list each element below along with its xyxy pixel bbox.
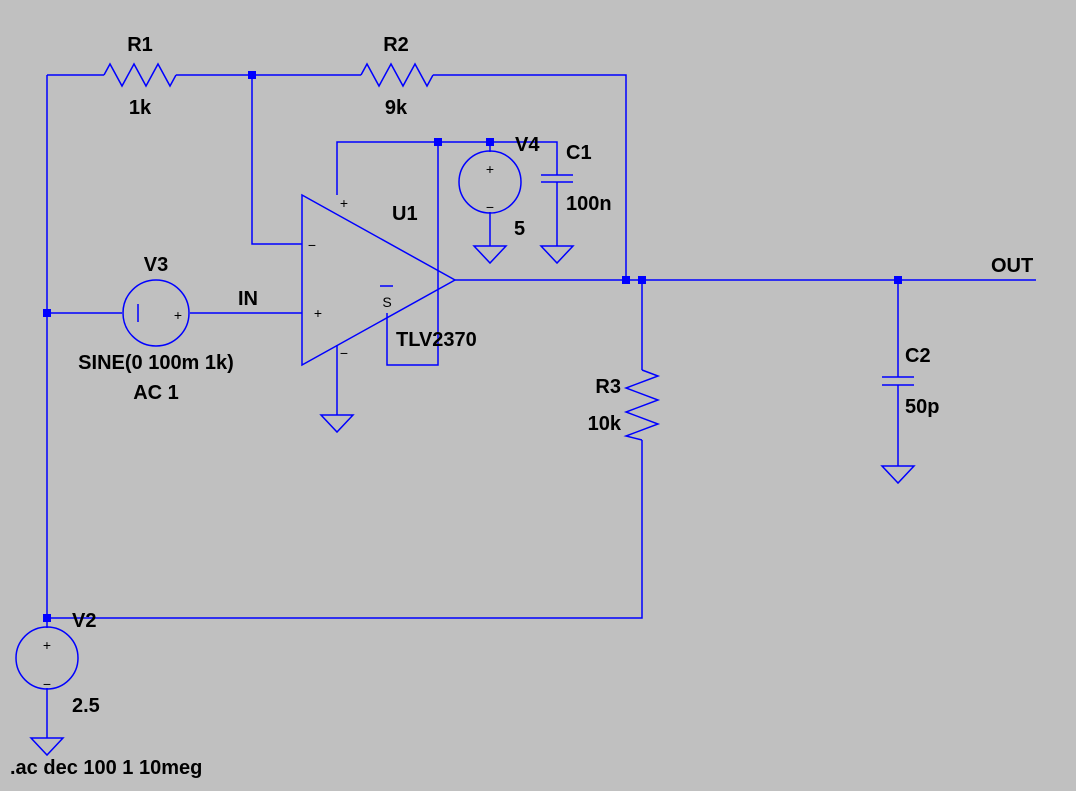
c2-ref: C2 xyxy=(905,345,931,367)
resistor-r2-icon xyxy=(360,62,434,88)
capacitor-c2-icon xyxy=(882,376,914,386)
v3-ref: V3 xyxy=(144,254,168,276)
u1-pin-noninverting: + xyxy=(314,305,322,321)
v3-plus-sign: + xyxy=(174,307,182,323)
wire-supply-top[interactable] xyxy=(336,141,490,195)
voltage-source-v2[interactable]: + − V2 2.5 xyxy=(15,610,100,717)
junction-out-r3 xyxy=(638,276,646,284)
r1-ref: R1 xyxy=(127,34,153,56)
u1-shutdown-label: S xyxy=(382,294,391,310)
r1-value: 1k xyxy=(129,97,152,119)
u1-shutdown-pin: S xyxy=(380,285,393,310)
v3-value-ac: AC 1 xyxy=(133,382,179,404)
junctions xyxy=(43,71,902,622)
spice-directive[interactable]: .ac dec 100 1 10meg xyxy=(10,757,202,779)
wire-r3-bottom[interactable] xyxy=(47,440,643,619)
ground-icon xyxy=(880,465,916,485)
u1-ref: U1 xyxy=(392,203,418,225)
v4-minus-sign: − xyxy=(486,199,494,215)
capacitor-c2[interactable]: C2 50p xyxy=(882,345,939,418)
voltage-source-v3[interactable]: + V3 SINE(0 100m 1k) AC 1 xyxy=(78,254,234,404)
ground-icon xyxy=(319,414,355,434)
capacitor-c1[interactable]: C1 100n xyxy=(541,142,612,215)
net-label-out: OUT xyxy=(991,255,1033,277)
resistor-r3[interactable]: R3 10k xyxy=(588,369,661,441)
junction-out-feedback xyxy=(622,276,630,284)
voltage-source-v4[interactable]: + − V4 5 xyxy=(458,134,540,240)
opamp-u1-icon xyxy=(301,193,457,367)
junction-v2 xyxy=(43,614,51,622)
junction-out-c2 xyxy=(894,276,902,284)
v2-ref: V2 xyxy=(72,610,96,632)
r2-value: 9k xyxy=(385,97,408,119)
wire-inverting-input[interactable] xyxy=(251,75,302,245)
r3-value: 10k xyxy=(588,413,622,435)
voltage-source-v2-icon xyxy=(15,626,79,690)
v4-value: 5 xyxy=(514,218,525,240)
voltage-source-v4-icon xyxy=(458,150,522,214)
wire-c1-top[interactable] xyxy=(490,141,558,175)
wire-shutdown[interactable] xyxy=(386,142,439,366)
u1-pin-inverting: − xyxy=(308,237,316,253)
ground-icon xyxy=(29,737,65,757)
junction-left-v3 xyxy=(43,309,51,317)
u1-value: TLV2370 xyxy=(396,329,477,351)
net-label-in: IN xyxy=(238,288,258,310)
junction-v4 xyxy=(486,138,494,146)
voltage-source-v3-icon xyxy=(122,279,190,347)
capacitor-c1-icon xyxy=(541,174,573,183)
v2-plus-sign: + xyxy=(43,637,51,653)
v2-minus-sign: − xyxy=(43,676,51,692)
c1-value: 100n xyxy=(566,193,612,215)
ground-icon xyxy=(472,245,508,265)
resistor-r2[interactable]: R2 9k xyxy=(360,34,434,119)
junction-r1-r2 xyxy=(248,71,256,79)
u1-pin-vminus: − xyxy=(340,345,348,361)
resistor-r3-icon xyxy=(623,369,661,441)
r3-ref: R3 xyxy=(595,376,621,398)
opamp-u1[interactable]: − + + − S U1 TLV2370 xyxy=(301,193,477,367)
wire-r2-right[interactable] xyxy=(433,74,627,280)
wires xyxy=(46,74,1036,738)
resistor-r1-icon xyxy=(103,62,177,88)
v4-plus-sign: + xyxy=(486,161,494,177)
c1-ref: C1 xyxy=(566,142,592,164)
v3-value: SINE(0 100m 1k) xyxy=(78,352,234,374)
v4-ref: V4 xyxy=(515,134,540,156)
u1-pin-vplus: + xyxy=(340,195,348,211)
grounds xyxy=(29,245,916,757)
r2-ref: R2 xyxy=(383,34,409,56)
junction-supply xyxy=(434,138,442,146)
ground-icon xyxy=(539,245,575,265)
resistor-r1[interactable]: R1 1k xyxy=(103,34,177,119)
v2-value: 2.5 xyxy=(72,695,100,717)
c2-value: 50p xyxy=(905,396,939,418)
